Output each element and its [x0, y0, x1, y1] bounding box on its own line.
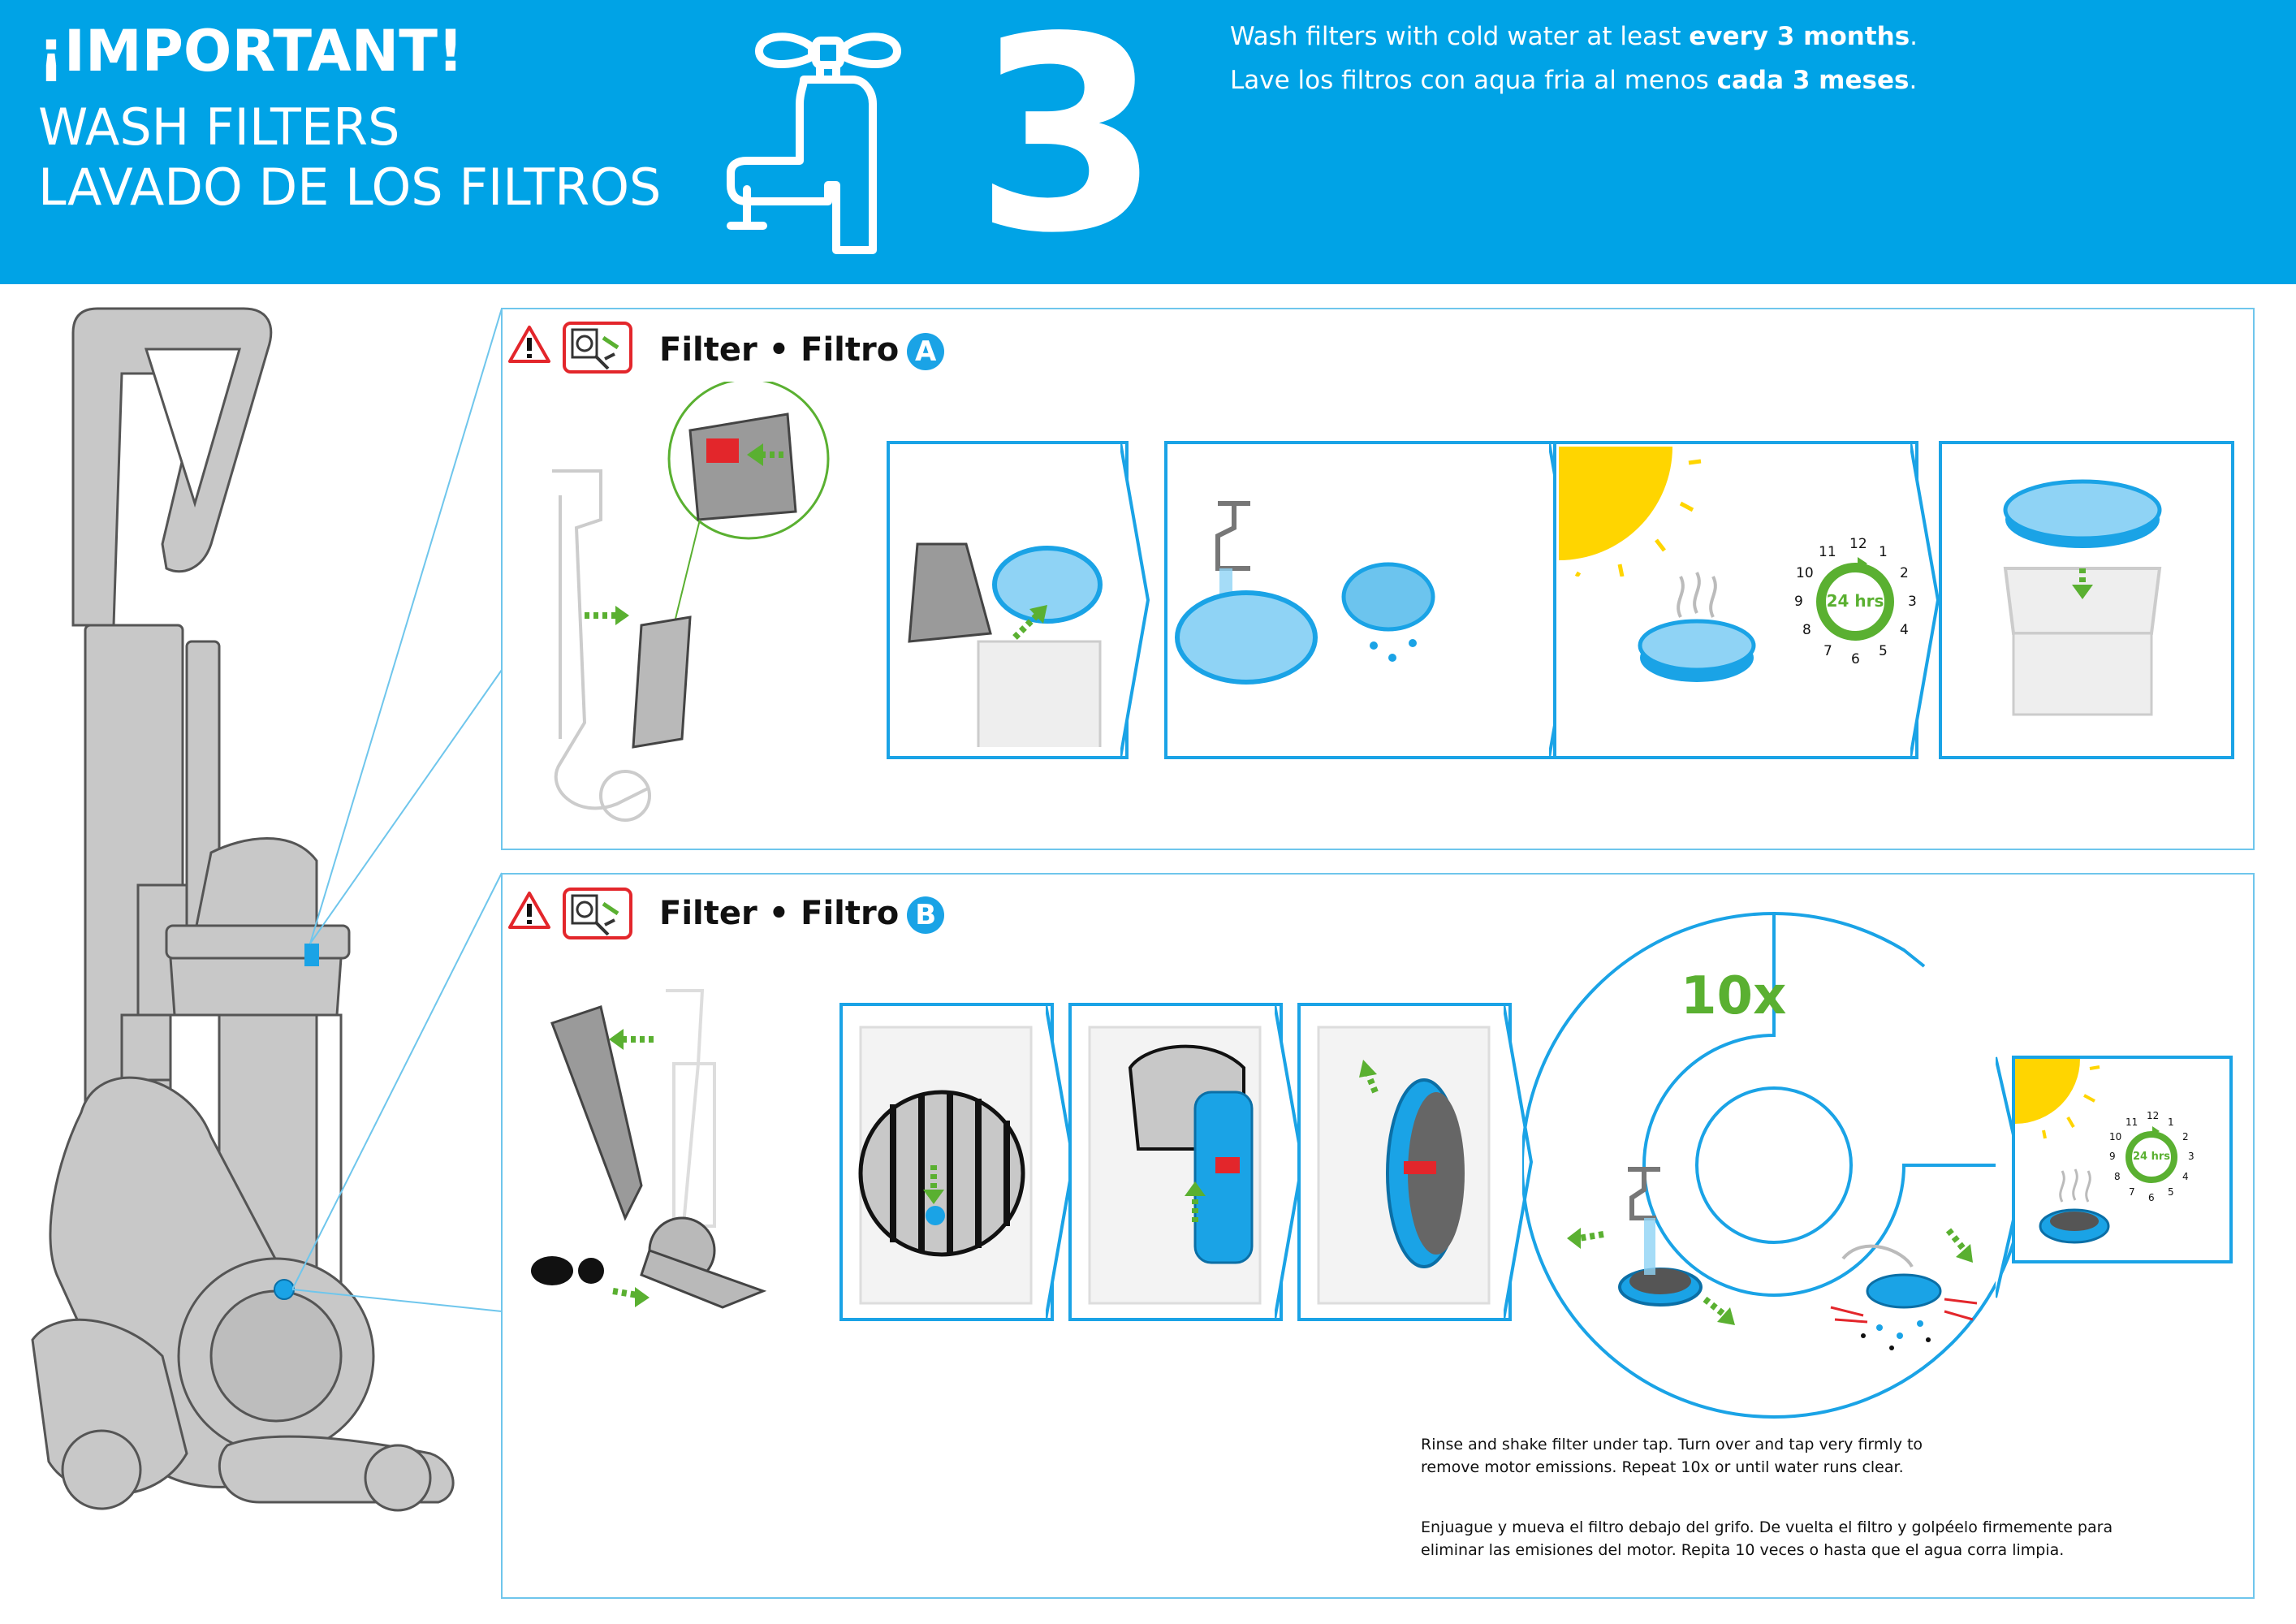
header-banner: [0, 0, 2296, 284]
open-filter-b-illustration: [1088, 1026, 1262, 1305]
clock-number: 1: [1879, 544, 1888, 560]
drying-filter-b-illustration: [2039, 1168, 2110, 1244]
repeat-count-label: 10x: [1681, 966, 1787, 1026]
clock-number: 9: [1794, 594, 1803, 610]
step-arrow-chevron: [1120, 442, 1150, 758]
instructions-english-line: remove motor emissions. Repeat 10x or un…: [1421, 1458, 1904, 1476]
filter-b-location-marker: [274, 1279, 295, 1300]
warning-icon: [508, 326, 550, 363]
clock-number: 8: [1802, 622, 1811, 638]
clock-number: 4: [2182, 1171, 2189, 1182]
clock-number: 5: [1879, 643, 1888, 659]
clock-number: 1: [2168, 1116, 2174, 1128]
clock-number: 6: [2148, 1192, 2155, 1203]
filter-a-location-marker: [304, 944, 319, 966]
instructions-spanish-line: Enjuague y mueva el filtro debajo del gr…: [1421, 1518, 2113, 1536]
clock-number: 11: [2126, 1116, 2138, 1128]
clock-label: 24 hrs: [2132, 1151, 2171, 1163]
clock-24h-icon: 24 hrs 12 1 2 3 4 5 6 7 8 9 10 11: [2103, 1108, 2200, 1206]
callout-lines: [292, 308, 503, 1312]
instructions-spanish: Enjuague y mueva el filtro debajo del gr…: [1421, 1517, 2233, 1561]
clock-number: 4: [1900, 622, 1909, 638]
clock-number: 6: [1851, 651, 1860, 667]
important-heading: ¡IMPORTANT!: [38, 18, 464, 84]
clock-24h-icon: 24 hrs 12 1 2 3 4 5 6 7 8 9 10 11: [1786, 533, 1924, 671]
filter-b-badge: B: [907, 896, 945, 934]
note-spanish: Lave los filtros con aqua fria al menos …: [1230, 66, 1918, 95]
step-arrow-chevron: [1504, 1004, 1534, 1320]
clock-number: 11: [1819, 544, 1836, 560]
sun-icon: [2015, 1059, 2100, 1139]
remove-filter-b-illustration: [1317, 1026, 1491, 1305]
clock-number: 7: [1823, 643, 1832, 659]
unplug-icon: [563, 322, 632, 374]
instructions-english: Rinse and shake filter under tap. Turn o…: [1421, 1434, 2216, 1479]
note-english: Wash filters with cold water at least ev…: [1230, 22, 1918, 51]
tap-icon: [727, 32, 901, 254]
clock-number: 7: [2129, 1186, 2135, 1198]
sun-icon: [1559, 447, 1702, 577]
filter-a-badge: A: [907, 333, 945, 370]
clock-number: 8: [2114, 1171, 2121, 1182]
clock-number: 10: [2109, 1131, 2122, 1142]
step-arrow-chevron: [1910, 442, 1940, 758]
warning-icon: [508, 892, 550, 929]
vacuum-illustration: [31, 307, 455, 1512]
filter-b-location-illustration: [531, 989, 767, 1309]
clock-number: 12: [1849, 536, 1867, 552]
clock-number: 3: [2188, 1151, 2195, 1162]
clock-number: 9: [2109, 1151, 2116, 1162]
clock-number: 2: [1900, 565, 1909, 581]
clock-number: 12: [2147, 1110, 2160, 1121]
clock-number: 5: [2168, 1186, 2174, 1198]
clock-number: 2: [2182, 1131, 2189, 1142]
remove-filter-a-illustration: [908, 542, 1103, 747]
rinse-filter-a-illustration: [1175, 501, 1435, 685]
instructions-spanish-line: eliminar las emisiones del motor. Repita…: [1421, 1540, 2065, 1559]
interval-number: 3: [974, 0, 1161, 292]
clock-number: 10: [1796, 565, 1814, 581]
wash-cycle-ring: [1522, 911, 2026, 1419]
filter-a-location-illustration: [552, 382, 830, 822]
clock-label: 24 hrs: [1826, 591, 1884, 611]
release-filter-b-illustration: [858, 1026, 1033, 1305]
clock-number: 3: [1908, 594, 1917, 610]
unplug-icon: [563, 888, 632, 939]
title-spanish: LAVADO DE LOS FILTROS: [38, 158, 662, 217]
drying-filter-illustration: [1638, 572, 1756, 682]
title-english: WASH FILTERS: [38, 97, 400, 157]
instructions-english-line: Rinse and shake filter under tap. Turn o…: [1421, 1436, 1923, 1453]
refit-filter-a-illustration: [2003, 479, 2162, 716]
